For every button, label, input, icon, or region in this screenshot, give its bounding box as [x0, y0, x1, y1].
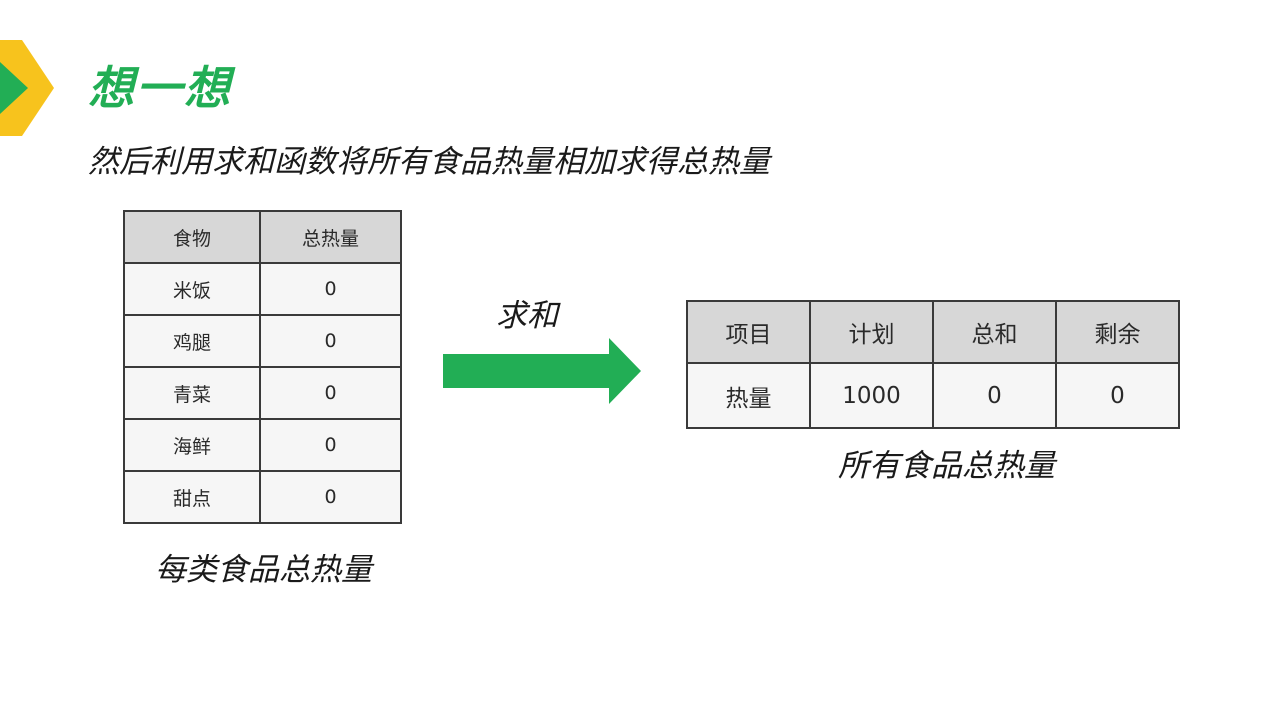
food-name-cell: 米饭 [123, 262, 261, 316]
summary-table: 项目 计划 总和 剩余 热量 1000 0 0 [686, 300, 1180, 429]
food-name-cell: 鸡腿 [123, 314, 261, 368]
food-table-caption: 每类食品总热量 [155, 552, 372, 588]
calorie-cell: 0 [259, 470, 402, 524]
table-row: 青菜 0 [123, 366, 402, 420]
sum-arrow-label: 求和 [496, 298, 558, 334]
table-row: 热量 1000 0 0 [686, 362, 1180, 429]
table-row: 米饭 0 [123, 262, 402, 316]
header-total-calories: 总热量 [259, 210, 402, 264]
summary-table-caption: 所有食品总热量 [838, 448, 1055, 484]
header-item: 项目 [686, 300, 811, 364]
calorie-cell: 0 [259, 366, 402, 420]
food-calorie-table: 食物 总热量 米饭 0 鸡腿 0 青菜 0 海鲜 0 甜点 0 [123, 210, 402, 524]
instruction-text: 然后利用求和函数将所有食品热量相加求得总热量 [88, 144, 770, 180]
food-name-cell: 海鲜 [123, 418, 261, 472]
header-sum: 总和 [932, 300, 1057, 364]
calorie-cell: 0 [259, 314, 402, 368]
right-arrow-icon [443, 338, 641, 404]
page-title: 想一想 [88, 61, 232, 115]
table-header-row: 食物 总热量 [123, 210, 402, 264]
remaining-cell: 0 [1055, 362, 1180, 429]
table-row: 海鲜 0 [123, 418, 402, 472]
table-row: 甜点 0 [123, 470, 402, 524]
calorie-cell: 0 [259, 418, 402, 472]
table-row: 鸡腿 0 [123, 314, 402, 368]
table-header-row: 项目 计划 总和 剩余 [686, 300, 1180, 364]
sum-cell: 0 [932, 362, 1057, 429]
header-food: 食物 [123, 210, 261, 264]
plan-cell: 1000 [809, 362, 934, 429]
item-cell: 热量 [686, 362, 811, 429]
food-name-cell: 青菜 [123, 366, 261, 420]
calorie-cell: 0 [259, 262, 402, 316]
chevron-decoration-icon [0, 40, 54, 136]
food-name-cell: 甜点 [123, 470, 261, 524]
header-plan: 计划 [809, 300, 934, 364]
header-remaining: 剩余 [1055, 300, 1180, 364]
